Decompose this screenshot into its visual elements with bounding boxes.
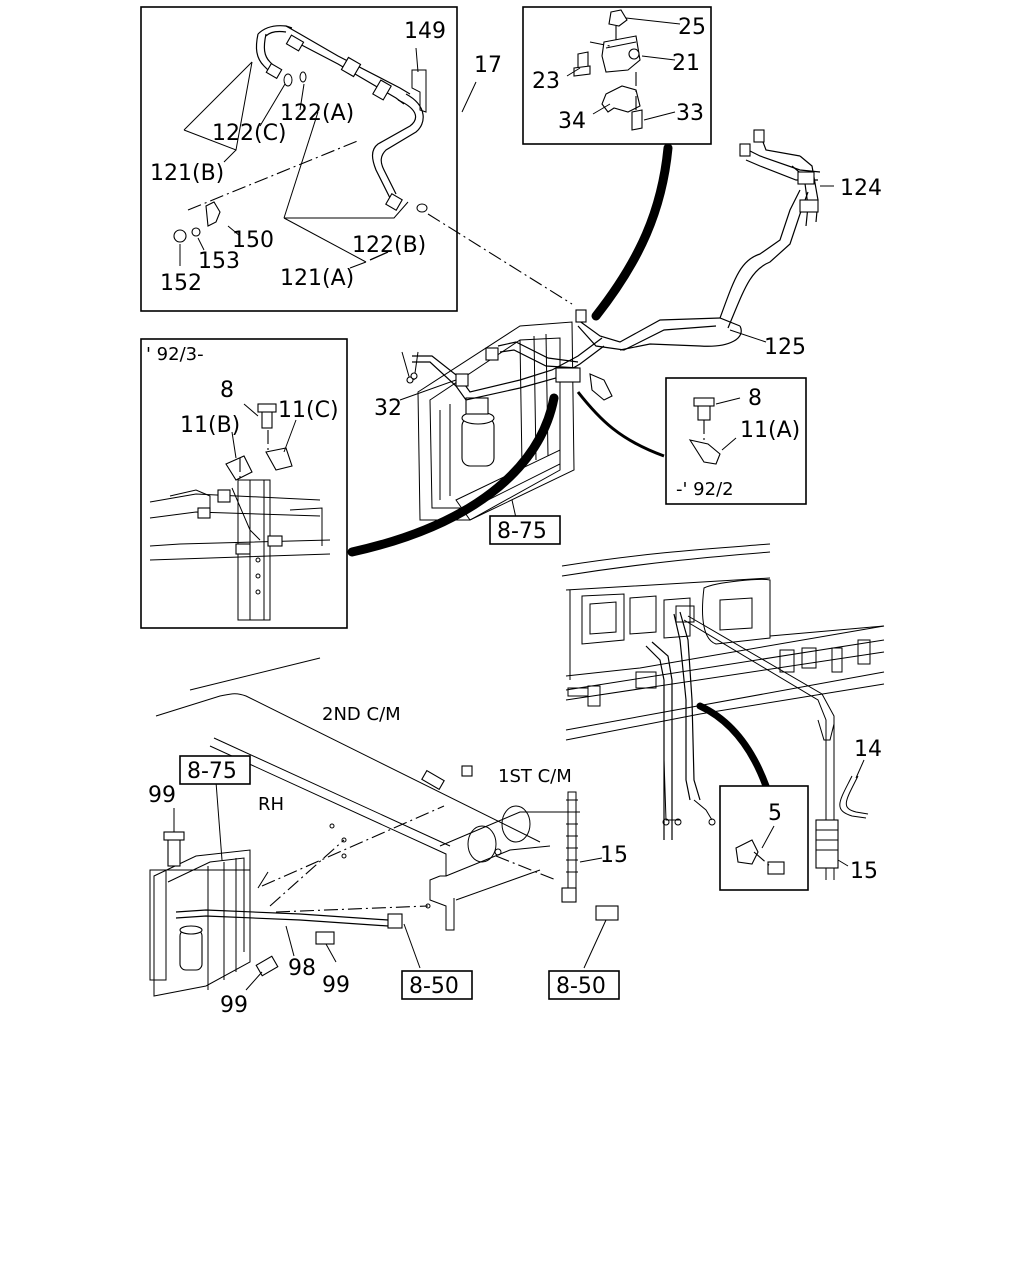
- label-150: 150: [232, 228, 274, 253]
- label-21: 21: [672, 51, 700, 76]
- label-8-right: 8: [748, 386, 762, 411]
- label-15-mid: 15: [600, 843, 628, 868]
- label-122c: 122(C): [212, 121, 287, 146]
- label-125: 125: [764, 335, 806, 360]
- label-32: 32: [374, 396, 402, 421]
- inset-clip-5: [719, 785, 809, 891]
- label-34: 34: [558, 109, 586, 134]
- label-98: 98: [288, 956, 316, 981]
- label-1st-cm: 1ST C/M: [498, 766, 572, 787]
- ref-box-8-50-left[interactable]: [401, 970, 473, 1000]
- label-11b: 11(B): [180, 413, 240, 438]
- label-124: 124: [840, 176, 882, 201]
- label-23: 23: [532, 69, 560, 94]
- label-33: 33: [676, 101, 704, 126]
- label-122b: 122(B): [352, 233, 426, 258]
- label-11a: 11(A): [740, 418, 800, 443]
- label-rh: RH: [258, 794, 284, 815]
- inset-refrigerant-lines: [140, 6, 573, 312]
- inset-clamp-hardware: [522, 6, 712, 145]
- label-122a: 122(A): [280, 101, 354, 126]
- label-121b: 121(B): [150, 161, 224, 186]
- label-92-3: ' 92/3-: [146, 344, 204, 365]
- inset-frame-bottom-right: [719, 785, 809, 891]
- label-5: 5: [768, 801, 782, 826]
- label-99-top: 99: [148, 783, 176, 808]
- condenser-assembly: [399, 129, 834, 521]
- label-14: 14: [854, 737, 882, 762]
- ref-8-50-right-text[interactable]: 8-50: [556, 974, 606, 999]
- label-17: 17: [474, 53, 502, 78]
- inset-bracket-92-2: [665, 377, 807, 505]
- callout-connectors: [347, 143, 770, 790]
- label-11c: 11(C): [278, 398, 339, 423]
- label-2nd-cm: 2ND C/M: [322, 704, 401, 725]
- label-99-bottom: 99: [220, 993, 248, 1018]
- label-152: 152: [160, 271, 202, 296]
- ref-box-8-50-right[interactable]: [548, 970, 620, 1000]
- label-99-mid: 99: [322, 973, 350, 998]
- chassis-frame-view: [149, 657, 619, 997]
- inset-bracket-92-3: [140, 338, 348, 629]
- inset-frame-mid-left: [140, 338, 348, 629]
- label-149: 149: [404, 19, 446, 44]
- label-153: 153: [198, 249, 240, 274]
- ref-box-8-75-top[interactable]: [489, 515, 561, 545]
- ref-8-75-top-text[interactable]: 8-75: [497, 519, 547, 544]
- label-8-left: 8: [220, 378, 234, 403]
- label-25: 25: [678, 15, 706, 40]
- inset-frame-top-left: [140, 6, 458, 312]
- label-121a: 121(A): [280, 266, 354, 291]
- cab-frame-view: [561, 543, 885, 880]
- ref-8-50-left-text[interactable]: 8-50: [409, 974, 459, 999]
- ref-8-75-bottom-text[interactable]: 8-75: [187, 759, 237, 784]
- ref-box-8-75-bottom[interactable]: [179, 755, 251, 785]
- label-15-right: 15: [850, 859, 878, 884]
- inset-frame-top-center: [522, 6, 712, 145]
- label-92-2: -' 92/2: [676, 479, 734, 500]
